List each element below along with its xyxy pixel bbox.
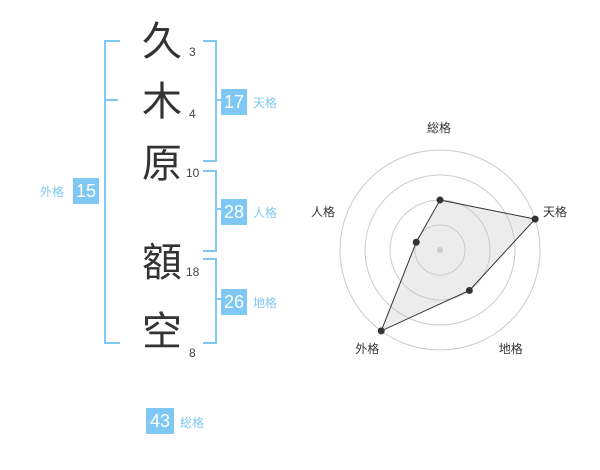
- name-char-1: 久: [142, 19, 182, 65]
- radar-point-5: [412, 238, 420, 246]
- name-char-5: 空: [142, 309, 182, 355]
- radar-ring-4: [339, 149, 541, 351]
- gaikaku-value: 15: [73, 178, 99, 204]
- soukaku-value: 43: [146, 408, 174, 434]
- jinkaku-connector: [215, 208, 221, 210]
- radar-axis-label-1: 総格: [427, 121, 452, 135]
- chikaku-label: 地格: [253, 296, 278, 310]
- gaikaku-bracket: [104, 40, 120, 344]
- soukaku-label: 総格: [180, 416, 205, 430]
- stroke-count-2: 4: [189, 107, 196, 121]
- chikaku-connector: [215, 298, 221, 300]
- name-char-2: 木: [142, 79, 182, 125]
- radar-axis-label-3: 地格: [498, 341, 523, 356]
- radar-point-4: [377, 327, 385, 335]
- chikaku-value: 26: [221, 289, 247, 315]
- radar-axis-label-2: 天格: [543, 205, 568, 220]
- radar-axis-label-5: 人格: [310, 205, 335, 220]
- stroke-count-3: 10: [186, 166, 200, 180]
- tenkaku-connector: [215, 99, 221, 101]
- name-char-3: 原: [142, 141, 182, 187]
- tenkaku-label: 天格: [253, 96, 278, 110]
- jinkaku-label: 人格: [253, 206, 278, 220]
- gaikaku-label: 外格: [40, 185, 65, 199]
- name-char-4: 額: [142, 240, 182, 286]
- chikaku-bracket: [203, 258, 217, 344]
- tenkaku-bracket: [203, 40, 217, 162]
- stroke-count-5: 8: [189, 346, 196, 360]
- radar-point-2: [531, 215, 539, 223]
- jinkaku-bracket: [203, 170, 217, 252]
- radar-point-3: [465, 286, 473, 294]
- tenkaku-value: 17: [221, 89, 247, 115]
- stroke-count-4: 18: [186, 265, 200, 279]
- jinkaku-value: 28: [221, 199, 247, 225]
- radar-ring-3: [364, 174, 516, 326]
- radar-ring-1: [414, 224, 466, 276]
- stroke-count-1: 3: [189, 45, 196, 59]
- radar-point-1: [436, 196, 444, 204]
- radar-axis-label-4: 外格: [355, 341, 380, 356]
- radar-center: [437, 247, 443, 253]
- radar-polygon: [380, 199, 537, 332]
- radar-chart: [339, 149, 541, 351]
- gaikaku-bracket-tick: [104, 99, 118, 101]
